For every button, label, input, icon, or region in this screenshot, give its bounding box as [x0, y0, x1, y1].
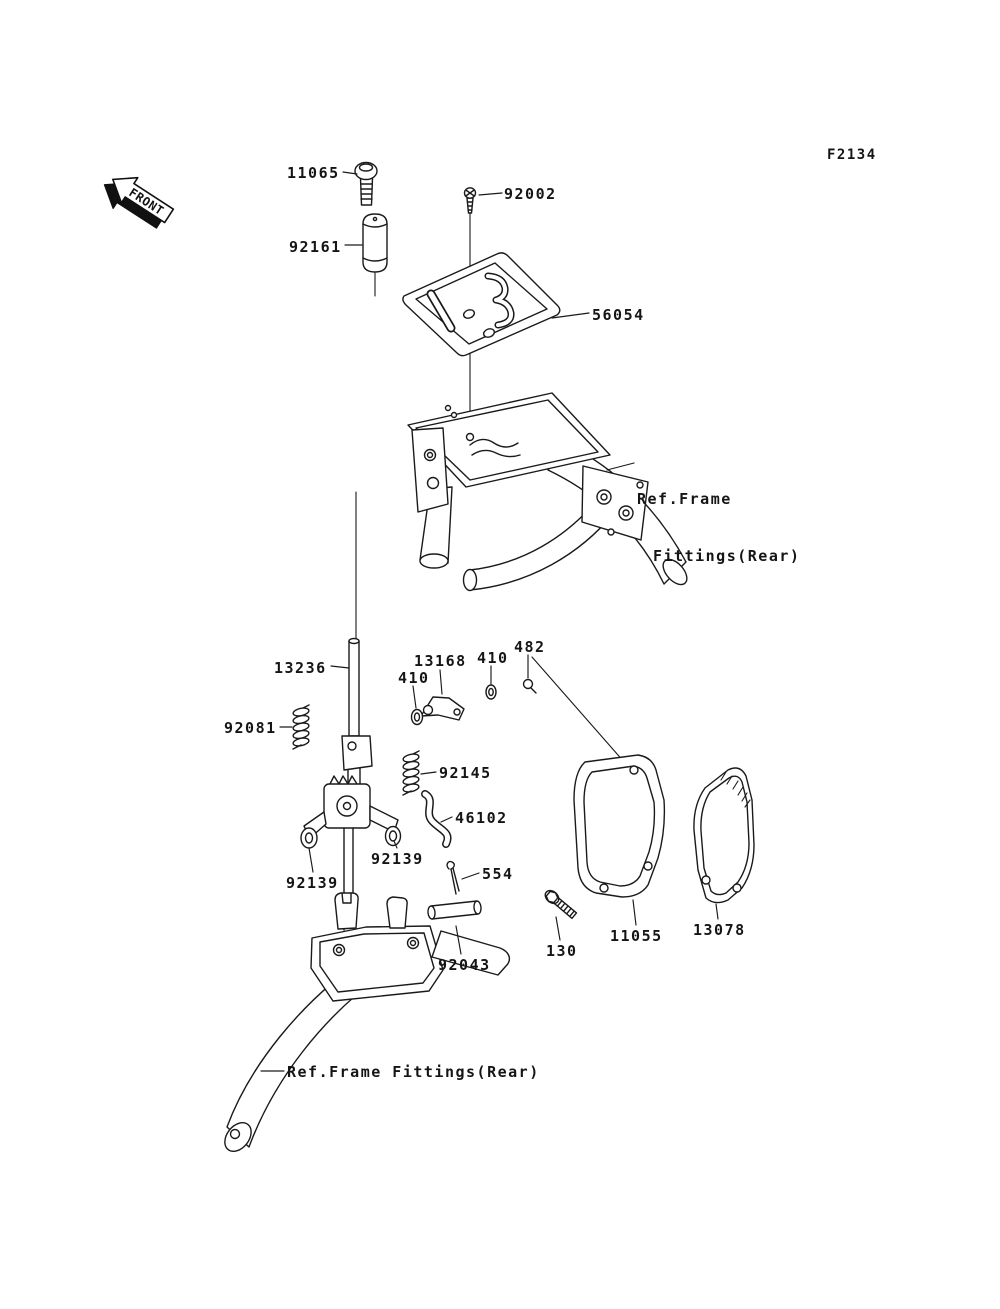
frame-right-bracket-bolt2 [607, 528, 615, 536]
frame-plate-mark1 [444, 404, 452, 412]
frame-tube-stub-end [419, 553, 449, 569]
bracket-plate-11055 [573, 754, 666, 898]
frame-right-bracket [581, 465, 649, 541]
part-label-92161: 92161 [289, 238, 342, 256]
bushing-92139-upper [384, 825, 402, 847]
gate-slot-pattern-inner [486, 274, 514, 327]
leader-lines [260, 171, 719, 1072]
bolt-130 [544, 889, 578, 920]
part-label-92002: 92002 [504, 185, 557, 203]
part-label-92139-upper: 92139 [371, 850, 424, 868]
washer-410-left [410, 708, 424, 726]
frame-left-bracket-hole1-inner [426, 451, 434, 459]
cotter-pin-554 [446, 860, 460, 895]
frame-right-bracket-hole1-inner [600, 493, 608, 501]
change-rod-46102 [421, 790, 452, 848]
part-label-92145: 92145 [439, 764, 492, 782]
figure-code: F2134 [827, 147, 877, 163]
guard-13078 [693, 767, 755, 904]
rod-joint-hole [347, 741, 357, 751]
shift-rod-13236 [341, 637, 373, 785]
washer-410-right [485, 684, 497, 700]
rod-joint [341, 735, 373, 771]
spring-92145 [402, 750, 420, 796]
part-label-13078: 13078 [693, 921, 746, 939]
bolt-11065 [354, 161, 378, 206]
frame-bracket-ear-left [334, 892, 359, 930]
gate-plate-hole1 [462, 309, 476, 319]
part-label-13168: 13168 [414, 652, 467, 670]
ref-frame-fittings-rear-bottom-label: Ref.Frame Fittings(Rear) [287, 1063, 540, 1081]
frame-bottom-end-hole [229, 1128, 241, 1140]
frame-bracket-stub [431, 930, 511, 976]
screw-92002 [463, 187, 477, 214]
mechanism-bore [336, 795, 358, 817]
part-label-482: 482 [514, 638, 546, 656]
part-label-13236: 13236 [274, 659, 327, 677]
frame-fittings-rear-bottom [224, 892, 511, 1153]
ref-frame-fittings-rear-top-label: Ref.Frame Fittings(Rear) [637, 452, 800, 604]
frame-top-plate-inner [415, 399, 599, 481]
mechanism-shaft [342, 801, 352, 811]
bushing-92139-lower [300, 827, 318, 849]
frame-tube-left-end [462, 568, 478, 592]
frame-right-bracket-hole2-inner [622, 509, 630, 517]
frame-left-bracket-hole2 [426, 476, 440, 490]
frame-bracket-ear-right [386, 896, 408, 929]
part-label-92043: 92043 [438, 956, 491, 974]
frame-tube-right-end [662, 558, 688, 586]
frame-plate-slot [469, 438, 521, 458]
frame-plate-mark2 [450, 411, 458, 419]
knob-top-dot [372, 216, 378, 222]
ref-frame-top-line2: Fittings(Rear) [653, 547, 801, 565]
frame-fittings-rear-top [407, 392, 688, 592]
frame-bottom-bracket-inner [319, 932, 435, 993]
ratchet-teeth [329, 775, 358, 785]
part-label-11065: 11065 [287, 164, 340, 182]
part-label-92139-lower: 92139 [286, 874, 339, 892]
spring-92081 [292, 704, 310, 750]
part-label-410-right: 410 [477, 649, 509, 667]
part-label-410-left: 410 [398, 669, 430, 687]
frame-right-bracket-bolt1 [636, 481, 644, 489]
gate-plate-hole2 [482, 328, 496, 338]
front-arrow-body [112, 176, 175, 224]
gate-slot-left-inner [428, 291, 454, 331]
shift-knob-92161 [362, 213, 388, 273]
lever-13168 [420, 696, 465, 721]
part-label-46102: 46102 [455, 809, 508, 827]
front-arrow: FRONT [103, 176, 175, 229]
guard-knurl-hatching [720, 771, 751, 808]
part-label-92081: 92081 [224, 719, 277, 737]
part-label-56054: 56054 [592, 306, 645, 324]
shift-gate-plate-56054 [402, 252, 561, 357]
part-label-130: 130 [546, 942, 578, 960]
ref-frame-top-line1: Ref.Frame [637, 490, 732, 508]
frame-plate-hole [465, 432, 475, 442]
frame-left-bracket [411, 427, 449, 513]
frame-top-plate [407, 392, 611, 488]
clip-482 [522, 678, 537, 694]
part-label-11055: 11055 [610, 927, 663, 945]
part-label-554: 554 [482, 865, 514, 883]
frame-bottom-bracket [310, 925, 444, 1002]
pin-92043 [427, 900, 482, 920]
